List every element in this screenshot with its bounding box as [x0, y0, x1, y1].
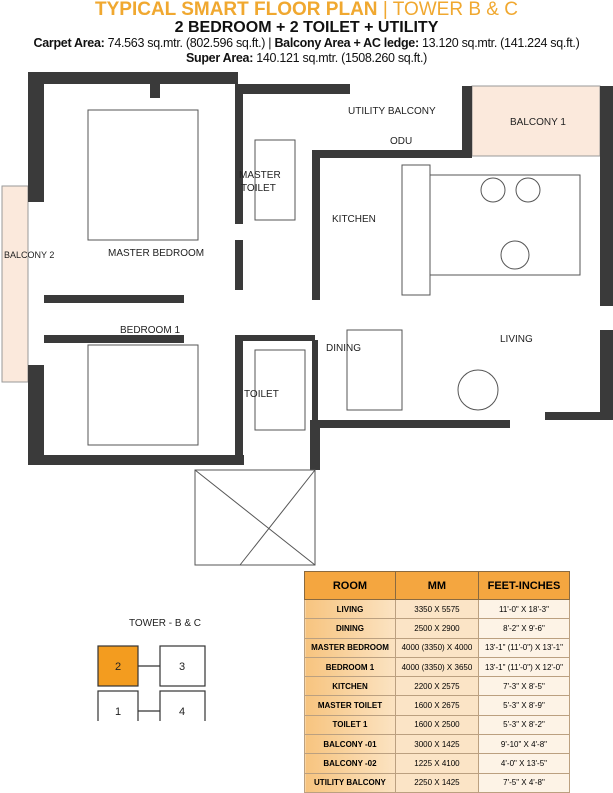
- walls: [28, 72, 613, 470]
- room-name: BALCONY -02: [304, 753, 396, 774]
- unit-3-label: 3: [179, 661, 185, 673]
- size-mm: 1600 X 2675: [394, 695, 479, 716]
- size-mm: 2500 X 2900: [394, 618, 479, 639]
- label-master-toilet-2: TOILET: [241, 183, 276, 194]
- label-balcony-1: BALCONY 1: [510, 117, 566, 128]
- header: TYPICAL SMART FLOOR PLAN | TOWER B & C 2…: [0, 0, 613, 66]
- size-mm: 2200 X 2575: [394, 676, 479, 697]
- size-mm: 3350 X 5575: [394, 598, 479, 620]
- label-toilet: TOILET: [244, 389, 279, 400]
- title-suffix: | TOWER B & C: [382, 0, 518, 20]
- size-feet: 7'-3" X 8'-5": [477, 676, 571, 697]
- floor-plan: UTILITY BALCONY ODU BALCONY 1 MASTER TOI…: [1, 72, 613, 566]
- area-line-1: Carpet Area: 74.563 sq.mtr. (802.596 sq.…: [0, 36, 613, 51]
- col-feet: FEET-INCHES: [477, 571, 571, 600]
- balcony-2-area: [1, 185, 29, 383]
- size-feet: 5'-3" X 8'-2": [477, 714, 571, 736]
- size-feet: 13'-1" (11'-0") X 12'-0": [477, 656, 571, 678]
- room-name: BALCONY -01: [304, 734, 396, 755]
- room-name: UTILITY BALCONY: [304, 772, 396, 793]
- size-feet: 7'-5" X 4'-8": [477, 772, 571, 793]
- label-balcony-2: BALCONY 2: [4, 250, 54, 260]
- unit-2-label: 2: [115, 661, 121, 673]
- carpet-label: Carpet Area:: [33, 36, 105, 50]
- label-living: LIVING: [500, 334, 533, 345]
- unit-4-label: 4: [179, 706, 185, 718]
- room-name: MASTER TOILET: [304, 695, 396, 716]
- balcony-value: 13.120 sq.mtr. (141.224 sq.ft.): [422, 36, 580, 50]
- label-utility-balcony: UTILITY BALCONY: [348, 106, 436, 117]
- size-mm: 4000 (3350) X 3650: [394, 656, 479, 678]
- key-plan: TOWER - B & C 2 3 1 4: [97, 618, 240, 732]
- super-label: Super Area:: [185, 51, 254, 65]
- size-feet: 9'-10" X 4'-8": [477, 734, 571, 755]
- unit-3: [159, 645, 206, 687]
- key-plan-diagram: 2 3 1 4: [97, 645, 206, 732]
- area-line-2: Super Area: 140.121 sq.mtr. (1508.260 sq…: [0, 51, 613, 66]
- label-bedroom-1: BEDROOM 1: [120, 325, 180, 336]
- unit-1-label: 1: [115, 706, 121, 718]
- size-mm: 2250 X 1425: [394, 772, 479, 793]
- size-feet: 4'-0" X 13'-5": [477, 753, 571, 774]
- furniture: [87, 109, 581, 566]
- super-value: 140.121 sq.mtr. (1508.260 sq.ft.): [256, 51, 428, 65]
- label-kitchen: KITCHEN: [332, 214, 376, 225]
- room-name: TOILET 1: [304, 714, 396, 736]
- label-dining: DINING: [326, 343, 361, 354]
- label-odu: ODU: [390, 136, 412, 147]
- room-name: LIVING: [304, 598, 396, 620]
- title-main: TYPICAL SMART FLOOR PLAN: [95, 0, 378, 20]
- size-mm: 4000 (3350) X 4000: [394, 637, 479, 658]
- col-room: ROOM: [304, 571, 396, 600]
- key-plan-title: TOWER - B & C: [128, 618, 202, 629]
- size-mm: 3000 X 1425: [394, 734, 479, 755]
- room-name: KITCHEN: [304, 676, 396, 697]
- room-name: BEDROOM 1: [304, 656, 396, 678]
- balcony-label: Balcony Area + AC ledge:: [274, 36, 419, 50]
- page-title: TYPICAL SMART FLOOR PLAN | TOWER B & C: [0, 0, 613, 20]
- size-feet: 5'-3" X 8'-9": [477, 695, 571, 716]
- size-mm: 1600 X 2500: [394, 714, 479, 736]
- size-feet: 11'-0" X 18'-3": [477, 598, 571, 620]
- size-feet: 8'-2" X 9'-6": [477, 618, 571, 639]
- carpet-value: 74.563 sq.mtr. (802.596 sq.ft.) |: [107, 36, 272, 50]
- size-mm: 1225 X 4100: [394, 753, 479, 774]
- label-master-toilet-1: MASTER: [239, 170, 281, 181]
- room-name: DINING: [304, 618, 396, 639]
- room-name: MASTER BEDROOM: [304, 637, 396, 658]
- unit-2: [97, 645, 139, 687]
- size-feet: 13'-1" (11'-0") X 13'-1": [477, 637, 571, 658]
- label-master-bedroom: MASTER BEDROOM: [108, 248, 204, 259]
- unit-config: 2 BEDROOM + 2 TOILET + UTILITY: [174, 19, 439, 36]
- col-mm: MM: [394, 571, 479, 600]
